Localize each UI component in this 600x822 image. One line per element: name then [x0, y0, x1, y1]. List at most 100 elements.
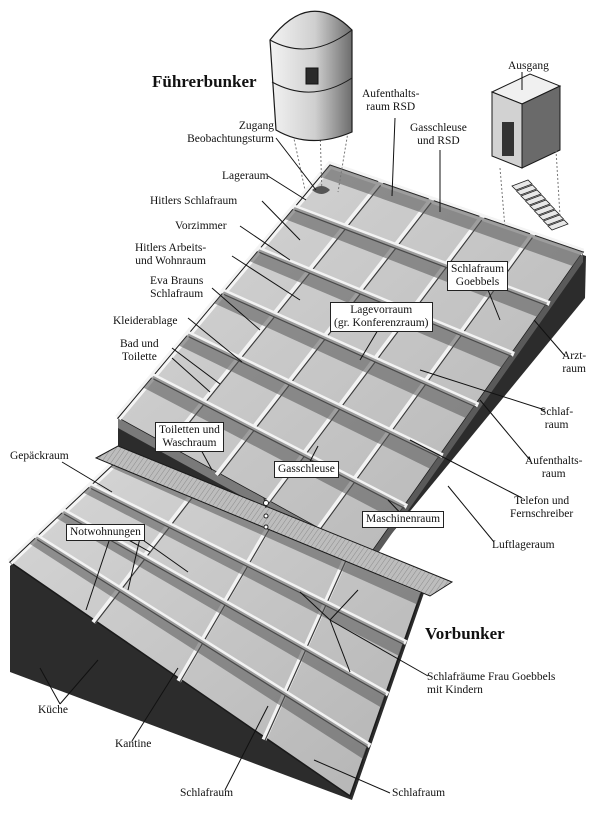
room-shadow [83, 485, 170, 534]
heading-vorbunker: Vorbunker [425, 624, 505, 643]
room-shadow [243, 427, 305, 467]
room-shadow [29, 536, 120, 598]
heading-fuehrerbunker: Führerbunker [152, 72, 257, 91]
label-kantine: Kantine [115, 738, 152, 750]
room-shadow [178, 333, 239, 371]
room-shadow [218, 602, 306, 661]
room-shadow [264, 314, 325, 350]
room-shadow [299, 647, 386, 708]
label-lagevorraum: Lagevorraum(gr. Konferenzraum) [330, 302, 433, 332]
leader-line [487, 289, 501, 321]
label-aufenthaltsraum-rsd: Aufenthalts-raum RSD [362, 88, 420, 113]
room-shadow [335, 226, 396, 259]
label-arztraum: Arzt-raum [562, 350, 587, 375]
leader-line [171, 357, 211, 393]
label-schlafraum-bottom-left: Schlafraum [180, 787, 234, 799]
room-shadow [112, 588, 203, 652]
leader-line [267, 175, 307, 201]
leader-line [329, 619, 429, 677]
leader-line [275, 137, 317, 191]
leader-line [39, 667, 61, 705]
leader-line [313, 759, 391, 794]
stair-step [529, 199, 551, 211]
leader-line [231, 255, 301, 301]
leader-line [187, 317, 243, 363]
room-shadow [214, 291, 275, 327]
observation-tower [269, 10, 353, 197]
room-shadow [421, 199, 482, 231]
leader-line [131, 667, 179, 742]
leader-line [419, 369, 546, 411]
leader-line [211, 287, 261, 331]
room-shadow [279, 692, 368, 759]
label-leader-lines [39, 72, 566, 794]
room-shadow [143, 375, 204, 415]
leader-line [127, 537, 141, 591]
label-hitlers-arbeits-wohnraum: Hitlers Arbeits-und Wohnraum [135, 242, 207, 267]
label-lageraum: Lageraum [222, 170, 269, 182]
label-gasschleuse: Gasschleuse [274, 461, 339, 478]
connecting-passage [94, 445, 454, 597]
room-shadow [365, 359, 426, 396]
room-shadow [451, 332, 512, 368]
room-shadow [314, 336, 376, 373]
label-gepaeckraum: Gepäckraum [10, 450, 69, 462]
label-notwohnungen: Notwohnungen [66, 524, 145, 541]
wall [185, 330, 444, 459]
leader-line [239, 225, 291, 261]
stair-step [538, 209, 560, 221]
room-shadow [380, 430, 441, 469]
room-shadow [344, 479, 405, 520]
stair-step [520, 189, 542, 201]
label-vorzimmer: Vorzimmer [175, 220, 227, 232]
leader-line [447, 485, 495, 543]
room-shadow [137, 556, 225, 613]
leader-line [224, 705, 269, 791]
stair-step [542, 214, 565, 226]
label-schlafraum-bottom-right: Schlafraum [392, 787, 446, 799]
room-shadow [370, 182, 432, 213]
stair-step [533, 204, 556, 216]
leader-line [261, 200, 301, 241]
room-shadow [193, 401, 254, 441]
leader-line [359, 329, 379, 361]
leader-line [139, 537, 189, 573]
label-schlafraum-right: Schlaf-raum [540, 406, 574, 431]
room-shadow [241, 563, 326, 616]
room-shadow [279, 382, 340, 420]
room-shadow [486, 283, 548, 317]
stair-step [524, 194, 547, 206]
stair-step [547, 219, 569, 231]
leader-line [59, 659, 99, 705]
room-shadow [284, 207, 346, 239]
room-shadow [249, 249, 310, 283]
room-shadow [415, 381, 476, 419]
room-shadow [471, 217, 533, 249]
leader-line [329, 619, 351, 673]
exit-staircase [511, 179, 569, 231]
leader-line [479, 399, 531, 461]
leader-line [409, 439, 523, 499]
room-shadow [196, 640, 286, 706]
leader-line [171, 347, 221, 385]
room-shadow [299, 270, 361, 304]
leader-line [299, 591, 331, 621]
room-shadow [522, 234, 583, 267]
leader-line [391, 117, 396, 197]
room-shadow [385, 245, 447, 278]
leader-line [533, 319, 566, 357]
label-ausgang: Ausgang [508, 60, 549, 72]
stair-step [511, 179, 533, 191]
label-kleiderablage: Kleiderablage [113, 315, 178, 327]
label-aufenthaltsraum-right: Aufenthalts-raum [525, 455, 583, 480]
leader-line [329, 589, 359, 621]
